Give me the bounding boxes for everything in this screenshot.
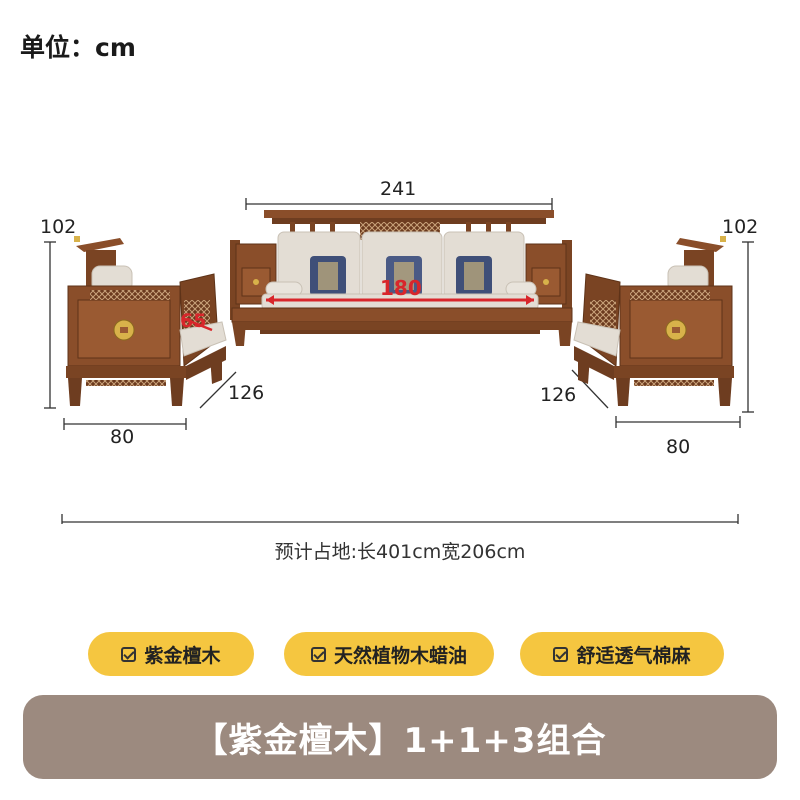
footprint-text: 预计占地:长401cm宽206cm [274,541,526,563]
checkbox-icon [310,646,326,662]
left-height-label: 102 [40,216,77,238]
feature-label: 紫金檀木 [144,644,221,667]
feature-label: 天然植物木蜡油 [333,644,467,667]
feature-tag-oil: 天然植物木蜡油 [284,632,494,676]
feature-label: 舒适透气棉麻 [576,644,691,667]
product-banner: 【紫金檀木】1+1+3组合 [23,695,777,779]
checkbox-icon [553,646,569,662]
right-height-label: 102 [722,216,759,238]
feature-tag-fabric: 舒适透气棉麻 [520,632,724,676]
right-armchair [573,236,734,406]
unit-label: 单位：cm [20,33,136,62]
measure-lines [44,198,754,524]
seat-width-label: 180 [380,276,422,300]
banner-title: 【紫金檀木】1+1+3组合 [193,720,607,761]
three-seat-sofa [230,210,573,346]
left-armchair [66,236,227,406]
sofa-width-label: 241 [380,178,417,200]
left-depth-label: 126 [228,382,265,404]
checkbox-icon [121,646,137,662]
feature-tag-wood: 紫金檀木 [88,632,254,676]
seat-depth-label: 65 [180,310,207,332]
right-width-label: 80 [666,436,691,458]
left-width-label: 80 [110,426,135,448]
right-depth-label: 126 [540,384,577,406]
